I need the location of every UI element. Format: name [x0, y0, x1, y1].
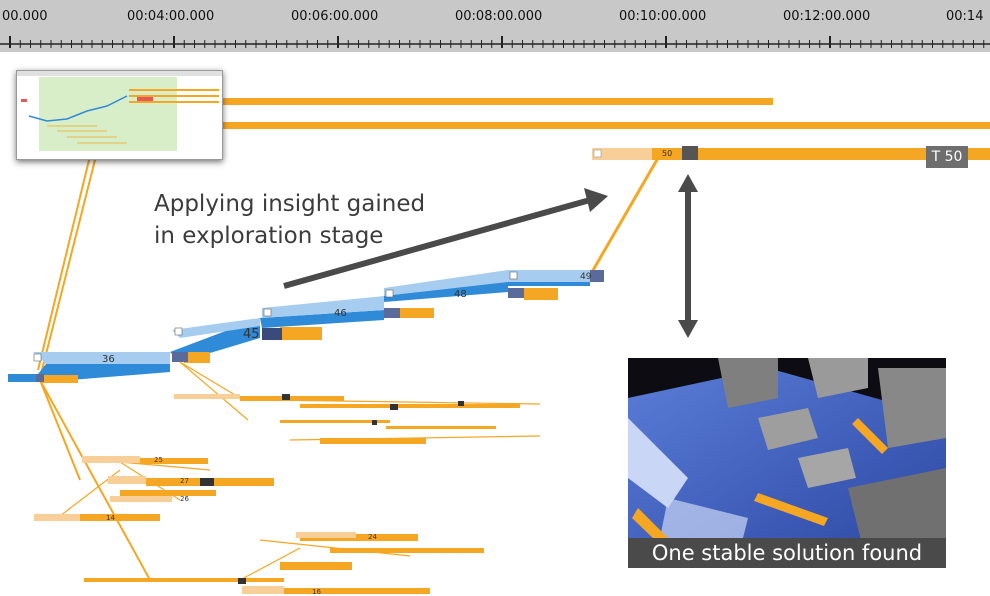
solution-arrow-up: [678, 174, 698, 192]
thumbnail-graph: [17, 71, 222, 144]
node-icons[interactable]: [33, 271, 518, 362]
t50-badge: T 50: [926, 146, 968, 168]
insight-annotation: Applying insight gained in exploration s…: [154, 188, 425, 252]
node-50-track[interactable]: [652, 148, 990, 160]
node-label-26: 26: [180, 495, 189, 503]
timeline-label-0: 00.000: [2, 9, 48, 24]
node-50-marker: [682, 146, 698, 160]
connector-49-50: [590, 157, 660, 273]
node-label-16: 16: [312, 588, 321, 596]
node-label-48: 48: [454, 289, 467, 300]
node-label-27: 27: [180, 477, 189, 485]
timeline-label-8min: 00:08:00.000: [455, 9, 543, 24]
exploration-tree: [8, 98, 990, 594]
timeline-ticks: [0, 36, 990, 48]
node-label-50: 50: [662, 149, 673, 158]
timeline-label-14min: 00:14: [946, 9, 984, 24]
node-label-46: 46: [334, 308, 347, 319]
long-track-2[interactable]: [220, 122, 990, 129]
main-path: [8, 270, 590, 382]
node-label-25: 25: [154, 456, 163, 464]
timeline-label-12min: 00:12:00.000: [783, 9, 871, 24]
timeline-ruler[interactable]: 00.000 00:04:00.000 00:06:00.000 00:08:0…: [0, 0, 990, 52]
node-label-14: 14: [106, 514, 115, 522]
timeline-label-10min: 00:10:00.000: [619, 9, 707, 24]
timeline-label-4min: 00:04:00.000: [127, 9, 215, 24]
node-50-light[interactable]: [592, 148, 652, 160]
timeline-label-6min: 00:06:00.000: [291, 9, 379, 24]
node-label-49: 49: [580, 272, 592, 282]
insight-arrow-head: [584, 188, 608, 212]
lower-branch-light[interactable]: [34, 394, 356, 594]
thumbnail-connectors: [37, 155, 151, 581]
solution-caption: One stable solution found: [628, 538, 946, 568]
node-label-24: 24: [368, 533, 377, 541]
node-thumbnails[interactable]: [36, 270, 604, 382]
solution-render: [628, 358, 946, 568]
node-label-45: 45: [243, 327, 260, 342]
insight-line-1: Applying insight gained: [154, 191, 426, 217]
lower-markers: [200, 394, 464, 584]
long-track-1[interactable]: [220, 98, 773, 105]
solution-arrow-down: [678, 320, 698, 338]
overview-thumbnail[interactable]: [16, 70, 223, 160]
insight-line-2: in exploration stage: [154, 223, 384, 249]
solution-render-image: [628, 358, 946, 568]
main-path-branches[interactable]: [40, 288, 558, 383]
lower-branches[interactable]: [80, 396, 520, 594]
node-50-icon[interactable]: [593, 149, 602, 158]
node-label-36: 36: [102, 354, 115, 365]
insight-arrow-line: [283, 197, 591, 289]
